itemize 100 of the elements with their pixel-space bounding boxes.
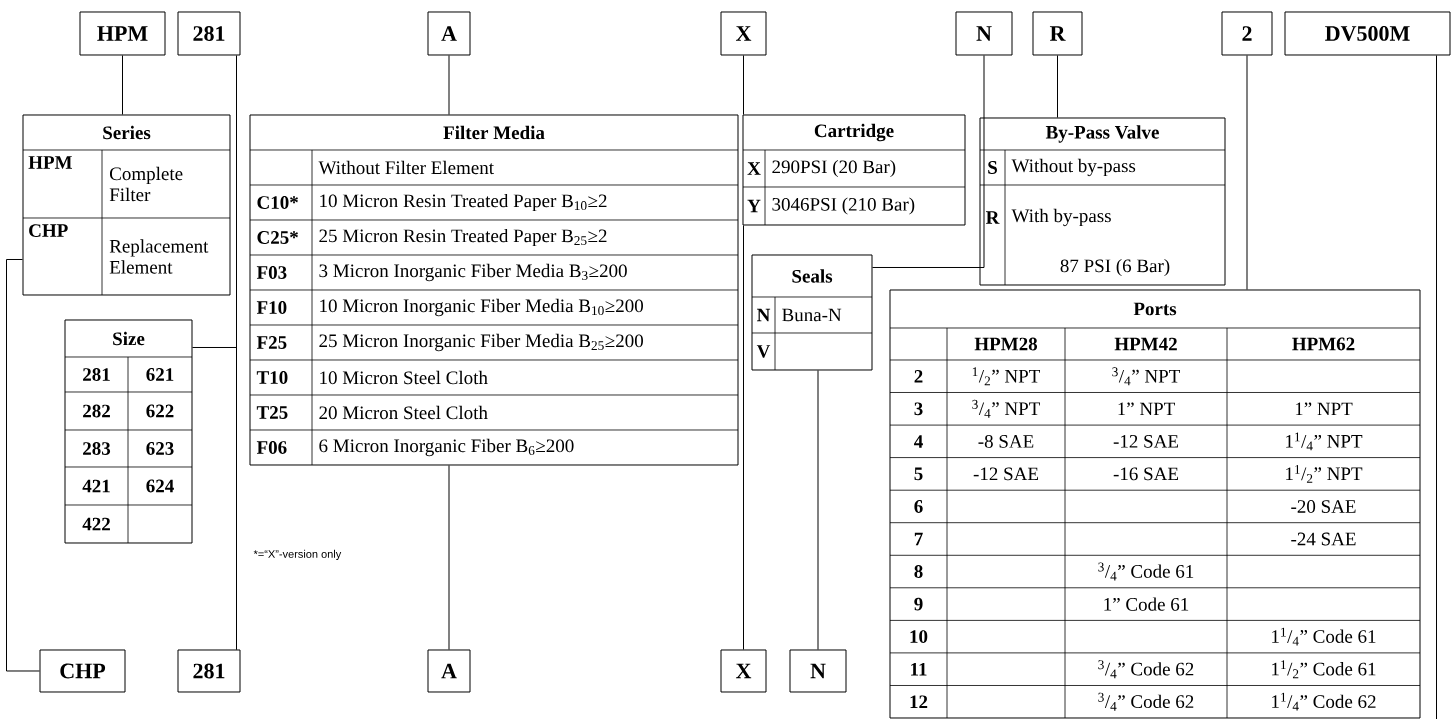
code-text: 11 xyxy=(911,662,927,676)
code-text: V xyxy=(756,345,771,358)
code-text: F03 xyxy=(256,266,287,279)
code-box: N xyxy=(789,649,847,693)
description-text: 6 Micron Inorganic Fiber B$_{6}$≥200 xyxy=(319,438,574,457)
code-text: 624 xyxy=(146,479,174,493)
code-text: 9 xyxy=(914,597,923,611)
code-text: T10 xyxy=(256,371,288,384)
code-text: F06 xyxy=(256,441,287,454)
code-text: 4 xyxy=(914,435,923,448)
connector-line xyxy=(1057,55,1058,118)
code-text: HPM42 xyxy=(1114,337,1177,351)
code-box: 2 xyxy=(1221,11,1273,56)
code-text: HPM xyxy=(28,156,72,169)
code-text: 282 xyxy=(83,404,110,418)
code-text: 2 xyxy=(914,370,923,383)
table-heading: Ports xyxy=(1133,302,1177,316)
value-text: 1” NPT xyxy=(1295,402,1353,416)
connector-line xyxy=(192,347,237,650)
code-text: CHP xyxy=(29,224,68,237)
description-text: 25 Micron Inorganic Fiber Media B$_{25}$≥200 xyxy=(319,333,643,352)
table-heading: Seals xyxy=(792,269,833,283)
code-text: 622 xyxy=(146,404,174,418)
code-text: R xyxy=(986,211,1000,224)
description-text: Without by-pass xyxy=(1011,158,1136,177)
code-text: 281 xyxy=(83,368,110,381)
table-heading: Series xyxy=(103,125,151,140)
code-text: C10* xyxy=(257,196,298,209)
code-text: 421 xyxy=(82,479,110,493)
description-text: With by-pass xyxy=(1011,208,1111,227)
description-text: 10 Micron Steel Cloth xyxy=(320,370,488,385)
value-text: 1$^{1}$/$_{4}$” Code 61 xyxy=(1272,627,1376,646)
description-text: Buna-N xyxy=(782,308,842,322)
code-text: 621 xyxy=(146,368,174,381)
description-text: 290PSI (20 Bar) xyxy=(772,159,896,178)
value-text: 1$^{1}$/$_{2}$” Code 61 xyxy=(1272,660,1376,679)
description-text: Complete Filter xyxy=(109,166,183,202)
code-box: CHP xyxy=(39,649,126,693)
code-box: HPM xyxy=(79,11,166,56)
value-text: $^{3}$/$_{4}$” Code 62 xyxy=(1098,692,1194,711)
value-text: $^{3}$/$_{4}$” NPT xyxy=(972,399,1040,418)
description-text: Replacement Element xyxy=(109,239,209,274)
code-text: T25 xyxy=(256,406,288,419)
value-text: -8 SAE xyxy=(978,435,1034,448)
code-box: X xyxy=(720,649,767,693)
value-text: 1” NPT xyxy=(1118,402,1175,416)
table-heading: Filter Media xyxy=(443,125,545,140)
code-text: 3 xyxy=(914,402,923,416)
code-box: 281 xyxy=(177,649,241,693)
value-text: 1$^{1}$/$_{4}$” Code 62 xyxy=(1272,692,1376,711)
table-heading: Size xyxy=(113,331,145,346)
value-text: $^{3}$/$_{4}$” NPT xyxy=(1112,367,1180,386)
code-text: 5 xyxy=(914,467,923,481)
connector-line xyxy=(122,55,123,115)
description-text: 3046PSI (210 Bar) xyxy=(772,197,915,215)
code-box: DV500M xyxy=(1284,11,1451,56)
code-text: S xyxy=(988,161,997,174)
footnote-text: *=“X”-version only xyxy=(253,549,342,561)
code-text: 422 xyxy=(82,517,110,531)
connector-line xyxy=(872,55,985,268)
value-text: $^{3}$/$_{4}$” Code 62 xyxy=(1098,660,1194,679)
code-text: F25 xyxy=(256,336,287,349)
code-box: A xyxy=(427,649,471,693)
description-text: 10 Micron Resin Treated Paper B$_{10}$≥2 xyxy=(320,193,607,212)
code-text: 283 xyxy=(83,442,111,455)
code-box: 281 xyxy=(177,11,241,56)
code-text: 10 xyxy=(910,630,928,643)
connector-line xyxy=(448,55,450,115)
connector-line xyxy=(448,465,450,650)
description-text: 25 Micron Resin Treated Paper B$_{25}$≥2 xyxy=(319,228,607,247)
value-text: -24 SAE xyxy=(1291,532,1356,546)
value-text: 1” Code 61 xyxy=(1104,597,1189,611)
code-text: 7 xyxy=(914,532,923,546)
code-text: N xyxy=(757,308,771,322)
value-text: 1$^{1}$/$_{2}$” NPT xyxy=(1286,464,1363,483)
code-text: F10 xyxy=(256,301,287,314)
description-text: 20 Micron Steel Cloth xyxy=(319,405,488,420)
code-text: HPM28 xyxy=(974,337,1038,351)
value-text: $^{1}$/$_{2}$” NPT xyxy=(972,367,1040,386)
code-text: C25* xyxy=(257,231,298,244)
code-text: 623 xyxy=(146,442,174,455)
connector-line xyxy=(817,370,819,650)
code-text: 8 xyxy=(914,565,923,578)
value-text: -16 SAE xyxy=(1113,467,1179,481)
connector-line xyxy=(1246,55,1248,290)
description-text: 10 Micron Inorganic Fiber Media B$_{10}$≥200 xyxy=(320,298,643,317)
code-box: N xyxy=(955,11,1013,56)
code-text: 12 xyxy=(910,695,928,708)
code-text: 6 xyxy=(914,500,923,513)
value-text: 87 PSI (6 Bar) xyxy=(1060,258,1170,277)
table-heading: Cartridge xyxy=(814,123,894,142)
code-text: X xyxy=(747,162,761,175)
code-text: HPM62 xyxy=(1292,337,1355,351)
connector-line xyxy=(6,259,40,672)
value-text: 1$^{1}$/$_{4}$” NPT xyxy=(1286,432,1363,451)
code-box: X xyxy=(720,11,767,56)
connector-line xyxy=(743,225,744,650)
connector-line xyxy=(1436,55,1437,719)
code-text: Y xyxy=(747,199,761,213)
code-box: A xyxy=(427,11,471,56)
